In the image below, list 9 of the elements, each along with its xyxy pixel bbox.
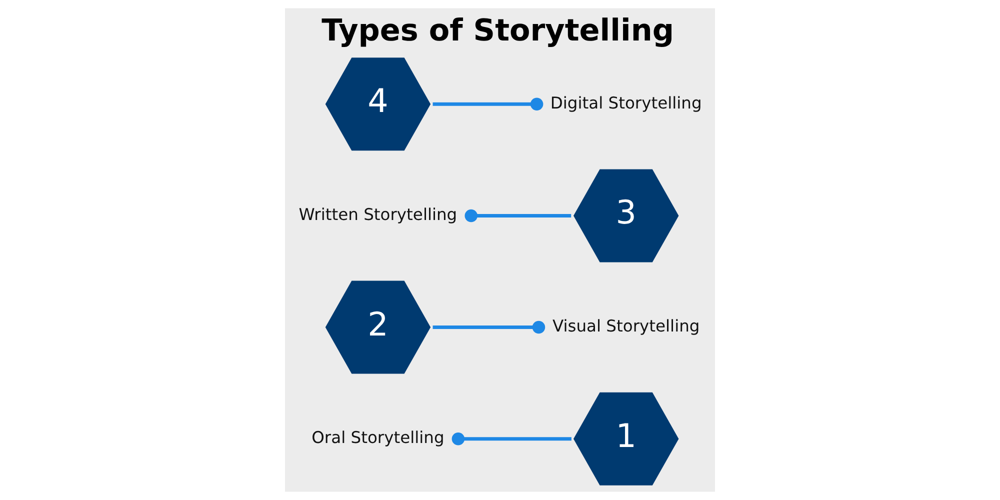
connector bbox=[432, 98, 544, 111]
node-text: Oral Storytelling bbox=[312, 428, 444, 448]
node-text: Written Storytelling bbox=[298, 205, 458, 224]
diagram-title: Types of Storytelling bbox=[322, 14, 674, 49]
node-text: Visual Storytelling bbox=[552, 316, 700, 336]
node-text: Digital Storytelling bbox=[550, 93, 702, 112]
connector bbox=[464, 209, 572, 222]
connector bbox=[432, 320, 546, 334]
connector bbox=[452, 432, 572, 446]
